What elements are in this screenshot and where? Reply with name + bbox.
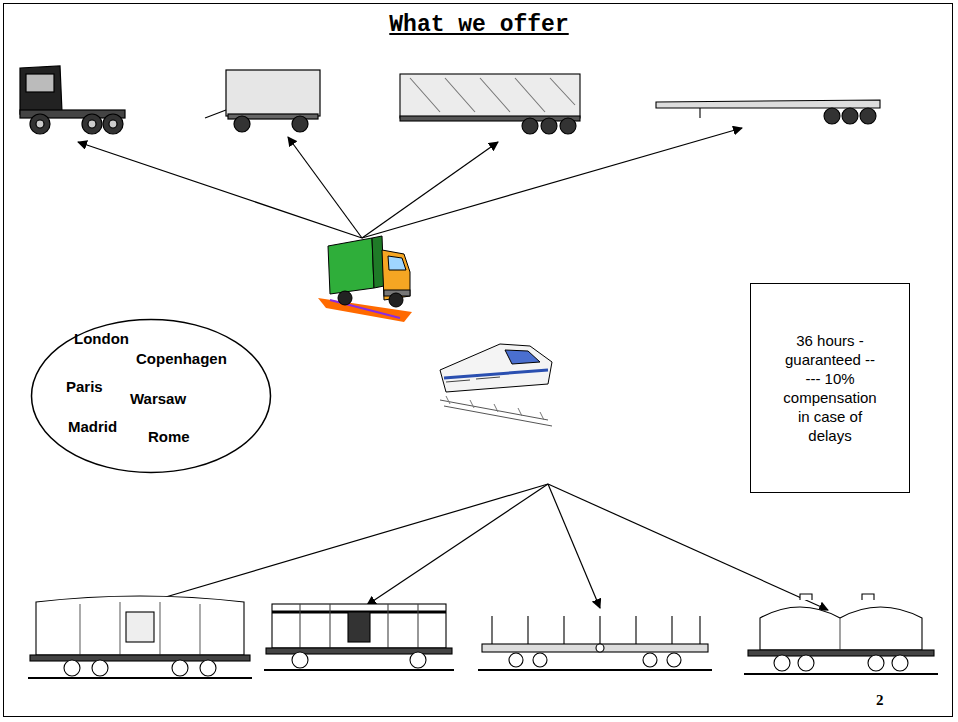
drawbar-trailer	[205, 70, 320, 132]
city-name: London	[74, 330, 129, 347]
city-name: Paris	[66, 378, 103, 395]
city-name: Rome	[148, 428, 190, 445]
guarantee-box: 36 hours - guaranteed ----- 10% compensa…	[750, 283, 910, 493]
flat-wagon	[478, 616, 712, 670]
page-number: 2	[876, 692, 884, 709]
flatbed-semi-trailer	[656, 100, 880, 124]
truck-icon	[318, 236, 412, 322]
curtain-semi-trailer	[400, 74, 580, 134]
city-ellipse: LondonCopenhagenParisWarsawMadridRome	[30, 318, 272, 474]
box-text: 36 hours - guaranteed ----- 10% compensa…	[783, 331, 878, 445]
arrow	[78, 128, 742, 238]
box-wagon	[28, 596, 252, 678]
slide-title: What we offer	[0, 12, 958, 38]
city-name: Warsaw	[130, 390, 186, 407]
city-name: Copenhagen	[136, 350, 227, 367]
city-name: Madrid	[68, 418, 117, 435]
hopper-wagon	[744, 594, 938, 674]
arrow	[142, 484, 828, 610]
tractor-unit	[20, 66, 125, 134]
open-wagon	[264, 604, 454, 670]
train-icon	[440, 344, 552, 426]
